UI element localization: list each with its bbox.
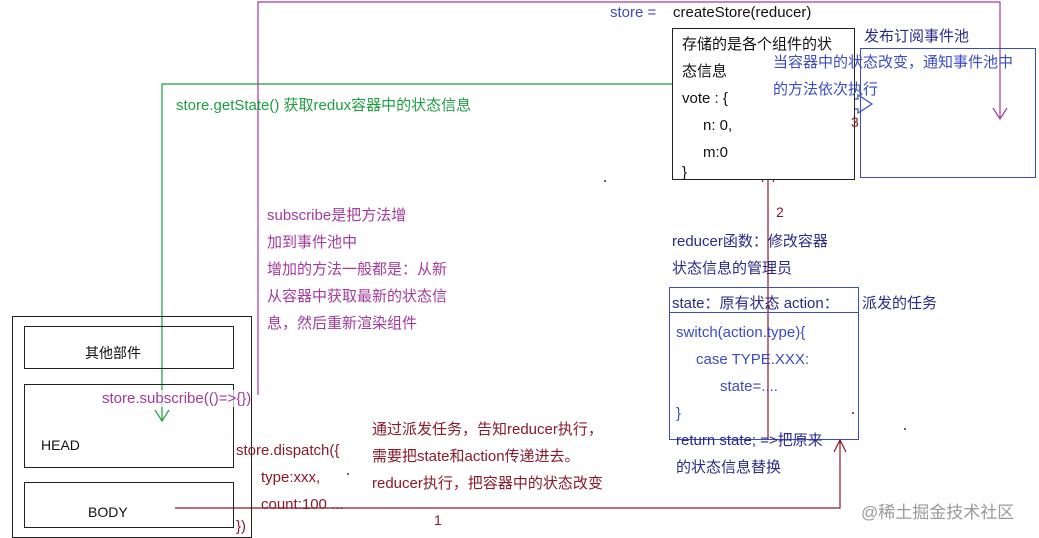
reducer-params-header: state：原有状态 action： — [672, 295, 839, 312]
get-state-arrow — [161, 83, 683, 420]
subscribe-note-line-3: 增加的方法一般都是：从新 — [267, 261, 448, 278]
store-state-line-2: 态信息 — [682, 63, 728, 80]
subscribe-note-line-5: 息，然后重新渲染组件 — [267, 315, 418, 332]
other-parts-box: 其他部件 — [24, 326, 234, 369]
body-box: BODY — [24, 482, 234, 528]
store-state-line-3: vote : { — [682, 90, 728, 107]
watermark: @稀土掘金技术社区 — [861, 503, 1015, 522]
step-3-label: 3 — [851, 114, 859, 130]
reducer-code-line-1: switch(action.type){ — [676, 324, 806, 341]
notify-note-line-1: 当容器中的状态改变，通知事件池中 — [773, 54, 1014, 71]
other-parts-label: 其他部件 — [85, 345, 141, 361]
reducer-return-line-2: 的状态信息替换 — [676, 459, 782, 476]
reducer-return-line-1: return state; =>把原来 — [676, 432, 823, 449]
dispatch-note-line-1: 通过派发任务，告知reducer执行， — [372, 421, 603, 438]
event-pool-box — [860, 48, 1036, 178]
reducer-code-line-2: case TYPE.XXX: — [696, 351, 810, 368]
subscribe-note-line-4: 从容器中获取最新的状态信 — [267, 288, 448, 305]
body-label: BODY — [88, 504, 128, 520]
get-state-arrowhead — [154, 409, 170, 423]
dispatch-arrow — [175, 440, 841, 509]
head-box: HEAD — [24, 384, 234, 468]
dispatch-call-line-2: type:xxx, — [261, 469, 321, 486]
dispatch-note-line-3: reducer执行，把容器中的状态改变 — [372, 475, 603, 492]
store-state-box: 存储的是各个组件的状 态信息 vote : { n: 0, m:0 } — [672, 28, 855, 180]
store-state-line-4: n: 0, — [703, 117, 733, 134]
subscribe-arrow — [257, 1, 1001, 395]
dispatch-arrowhead — [833, 438, 847, 453]
create-store-label: createStore(reducer) — [673, 4, 812, 21]
subscribe-note-line-2: 加到事件池中 — [267, 234, 358, 251]
reducer-code-line-3: state=.... — [720, 378, 778, 395]
dispatch-call-line-4: }) — [236, 518, 247, 535]
store-state-line-5: m:0 — [703, 144, 729, 161]
step-2-label: 2 — [776, 204, 784, 220]
subscribe-arrowhead — [992, 107, 1008, 121]
dispatch-call-line-3: count:100 ... — [261, 496, 344, 513]
reducer-note-line-2: 状态信息的管理员 — [672, 260, 793, 277]
notify-note-line-2: 的方法依次执行 — [773, 81, 879, 98]
store-state-line-1: 存储的是各个组件的状 — [682, 36, 833, 53]
dispatch-call-line-1: store.dispatch({ — [236, 442, 340, 459]
store-assignment-label: store = — [610, 4, 657, 21]
event-pool-title: 发布订阅事件池 — [864, 28, 970, 45]
head-label: HEAD — [41, 437, 80, 453]
reducer-box — [669, 287, 859, 440]
store-state-line-6: } — [682, 164, 688, 181]
reducer-note-line-1: reducer函数：修改容器 — [672, 233, 828, 250]
subscribe-call: store.subscribe(()=>{}) — [102, 390, 252, 407]
step-1-label: 1 — [434, 512, 442, 528]
reducer-params-header-tail: 派发的任务 — [862, 295, 938, 312]
reducer-code-line-4: } — [676, 405, 682, 422]
get-state-note: store.getState() 获取redux容器中的状态信息 — [176, 97, 472, 114]
dispatch-note-line-2: 需要把state和action传递进去。 — [372, 448, 580, 465]
subscribe-note-line-1: subscribe是把方法增 — [267, 207, 407, 224]
reducer-box-divider — [669, 312, 859, 313]
